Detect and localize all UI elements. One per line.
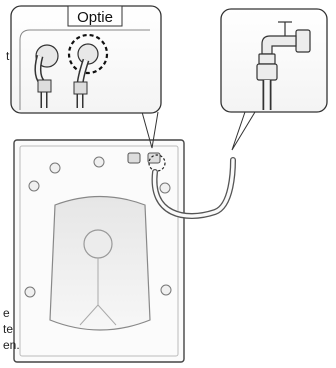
bottom-text-fragment-1: e: [3, 306, 10, 320]
callout-pointers: [141, 111, 256, 151]
access-cover: [49, 195, 151, 331]
option-label: Optie: [77, 9, 113, 26]
bottom-text-fragment-2: te: [3, 322, 14, 336]
valve-hot: [34, 44, 59, 108]
left-text-fragment: t: [6, 49, 10, 63]
valve-callout: [10, 5, 162, 114]
screw-holes: [24, 156, 172, 298]
water-tap-icon: [256, 21, 311, 81]
valve-cold-optional: [67, 33, 109, 108]
bottom-text-fragment-3: en.: [3, 338, 20, 352]
tap-callout: [220, 8, 328, 113]
